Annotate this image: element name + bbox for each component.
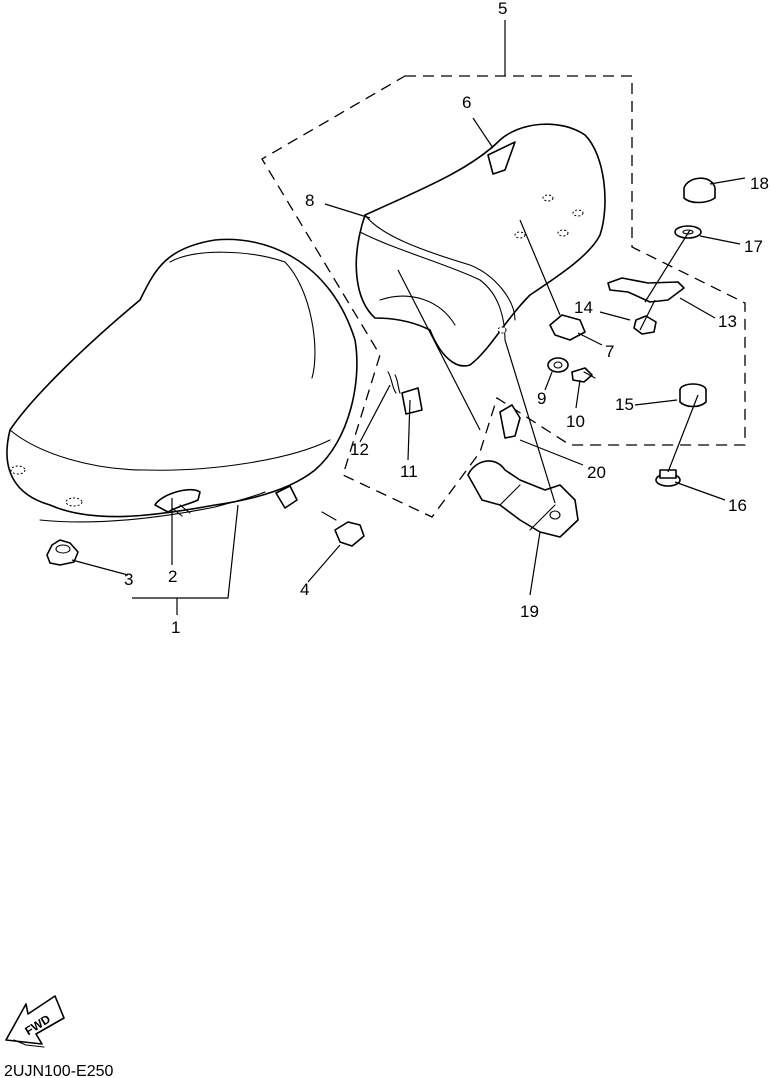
callout-14: 14 <box>574 298 593 317</box>
callout-3: 3 <box>124 570 133 589</box>
callout-1: 1 <box>171 618 180 637</box>
hook-bolt-part <box>499 404 521 439</box>
callout-5: 5 <box>498 0 507 18</box>
rear-seat-hook-part <box>487 141 516 175</box>
rear-seat-part <box>355 123 606 367</box>
main-seat-part <box>6 238 358 523</box>
callout-8: 8 <box>305 191 314 210</box>
flat-washer-part <box>674 225 702 239</box>
seat-lock-hook-part <box>467 460 579 538</box>
nut-part <box>633 315 657 335</box>
assembly-boundary-dashed <box>261 75 746 518</box>
screw-part <box>571 367 596 383</box>
callout-6: 6 <box>462 93 471 112</box>
nut-plate-part <box>549 314 586 341</box>
callout-7: 7 <box>605 342 614 361</box>
seat-damper-part <box>46 539 79 566</box>
drawing-code: 2UJN100-E250 <box>4 1063 114 1078</box>
callout-11: 11 <box>400 462 418 481</box>
callout-18: 18 <box>750 174 769 193</box>
clip-nut-part <box>401 387 423 415</box>
leader-lines <box>71 20 746 615</box>
callout-13: 13 <box>718 312 737 331</box>
callout-15: 15 <box>615 395 634 414</box>
callout-17: 17 <box>744 237 763 256</box>
guide-lines <box>397 219 699 504</box>
callout-20: 20 <box>587 463 606 482</box>
seat-hook-part <box>154 488 201 517</box>
callout-12: 12 <box>350 440 369 459</box>
callout-2: 2 <box>168 567 177 586</box>
washer-part <box>547 357 569 373</box>
seat-bolt-part <box>321 511 365 547</box>
callout-10: 10 <box>566 412 585 431</box>
cotter-pin-part <box>387 371 401 394</box>
bracket-part <box>607 277 685 303</box>
callout-16: 16 <box>728 496 747 515</box>
callout-9: 9 <box>537 389 546 408</box>
grommet-part <box>679 383 707 408</box>
callout-19: 19 <box>520 602 539 621</box>
fwd-arrow-icon: FWD <box>5 995 65 1048</box>
cap-nut-part <box>683 177 716 204</box>
collar-part <box>655 469 681 487</box>
seat-mount-tab-part <box>275 485 298 509</box>
callout-4: 4 <box>300 580 309 599</box>
